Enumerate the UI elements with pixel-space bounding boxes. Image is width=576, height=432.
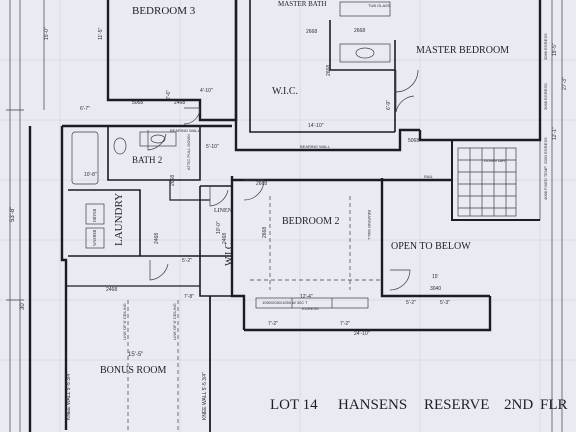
title-block: LOT 14 HANSENS RESERVE 2ND FLR bbox=[270, 397, 568, 413]
label-bearing-wall-2: BEARING WALL bbox=[300, 144, 331, 149]
fixture-washer: WASHER bbox=[92, 229, 97, 246]
room-master-bath: MASTER BATH bbox=[278, 0, 326, 8]
door-label: 2468 bbox=[154, 233, 160, 244]
bonus-window bbox=[255, 297, 369, 309]
room-bedroom-2: BEDROOM 2 bbox=[282, 216, 340, 227]
dimension-label: 5'-10" bbox=[206, 144, 219, 150]
dimension-label: 24'-10" bbox=[354, 331, 370, 337]
door-label: 2668 bbox=[354, 28, 365, 34]
dimension-label: 15' bbox=[432, 274, 439, 280]
label-bearing-wall-1: BEARING WALL bbox=[170, 128, 201, 133]
dimension-label: 10'-0" bbox=[216, 221, 222, 234]
dimension-label: 53'-8" bbox=[10, 207, 16, 222]
label-tub-glass: TUB GLASS bbox=[368, 3, 391, 8]
room-laundry: LAUNDRY bbox=[113, 193, 125, 246]
label-rail: RAIL bbox=[424, 174, 434, 179]
label-window-note: 1050/2050/1050 W 30C T bbox=[262, 300, 308, 305]
door-label: 2668 bbox=[326, 65, 332, 76]
room-bath-2: BATH 2 bbox=[132, 155, 162, 165]
room-bedroom-3: BEDROOM 3 bbox=[132, 5, 196, 17]
dimension-label: 19'-5" bbox=[552, 43, 558, 56]
door-label: 2468 bbox=[174, 100, 185, 106]
door-label: 5068 bbox=[132, 100, 143, 106]
door-label: 5068 bbox=[408, 138, 419, 144]
laundry-fixtures bbox=[85, 203, 105, 249]
label-window-note-2: EGRESS bbox=[302, 306, 319, 311]
dimension-label: 5'-2" bbox=[182, 258, 192, 264]
stair bbox=[457, 147, 517, 217]
door-label: 3040 bbox=[430, 286, 441, 292]
master-bath-fixtures bbox=[339, 1, 391, 63]
room-wic-bedroom-2: W.I.C. bbox=[224, 240, 235, 266]
dimension-label: 11'-5" bbox=[98, 27, 104, 40]
left-dimension-lines bbox=[6, 0, 45, 432]
ceiling-lines bbox=[127, 196, 380, 432]
dimension-label: 6'-7" bbox=[80, 106, 90, 112]
dimension-label: 4'-10" bbox=[200, 88, 213, 94]
label-line-of-ceiling-2: LINE OF 8' CEILING bbox=[172, 303, 177, 340]
door-label: 2668 bbox=[262, 227, 268, 238]
title-lot: LOT 14 bbox=[270, 397, 318, 413]
dimension-label: 14'-10" bbox=[308, 123, 324, 129]
label-egress-2: 3068 EGRESS bbox=[543, 83, 548, 110]
room-bonus-room: BONUS ROOM bbox=[100, 365, 167, 376]
dimension-label: 2'-6" bbox=[166, 90, 172, 100]
title-place: RESERVE bbox=[424, 397, 489, 413]
label-line-of-ceiling-1: LINE OF 8' CEILING bbox=[122, 303, 127, 340]
room-master-bedroom: MASTER BEDROOM bbox=[416, 45, 509, 56]
dimension-label: 12'-1" bbox=[552, 127, 558, 140]
label-egress-1: 3068 EGRESS bbox=[543, 33, 548, 60]
label-knee-wall-2: KNEE WALL 5'-5 3/4" bbox=[202, 372, 208, 420]
title-floor: 2ND bbox=[504, 397, 533, 413]
label-egress-3: 4068 FIXED TEMP bbox=[543, 166, 548, 200]
dimension-label: 6'-9" bbox=[386, 100, 392, 110]
door-label: 2668 bbox=[256, 181, 267, 187]
dimension-label: 15'-0" bbox=[44, 27, 50, 40]
label-knee-wall-1: KNEE WALL 5'-5 3/4" bbox=[66, 372, 72, 420]
room-open-to-below: OPEN TO BELOW bbox=[391, 241, 471, 252]
door-label: 2468 bbox=[106, 287, 117, 293]
fixture-dryer: DRYER bbox=[92, 208, 97, 222]
interior-walls bbox=[66, 0, 396, 297]
label-bearing-wall-3: BEARING WALL bbox=[367, 210, 372, 241]
dimension-label: 30' bbox=[20, 302, 26, 310]
dimension-label: 5'-2" bbox=[406, 300, 416, 306]
title-name: HANSENS bbox=[338, 397, 407, 413]
dimension-label: 12'-4" bbox=[300, 294, 313, 300]
dimension-label: 27'-3" bbox=[562, 77, 568, 90]
label-egress-4: 2050 EGRESS bbox=[543, 137, 548, 164]
dimension-label: 10'-8" bbox=[84, 172, 97, 178]
right-dimension-lines bbox=[539, 0, 563, 432]
door-label: 2668 bbox=[170, 175, 176, 186]
dimension-label: 7'-8" bbox=[184, 294, 194, 300]
door-label: 2468 bbox=[222, 233, 228, 244]
room-linen: LINEN bbox=[214, 208, 233, 214]
label-attic-pull-down: ATTIC PULL DOWN bbox=[186, 134, 191, 170]
room-wic-master: W.I.C. bbox=[272, 86, 298, 97]
dimension-label: 7'-2" bbox=[268, 321, 278, 327]
dimension-label: 5'-3" bbox=[440, 300, 450, 306]
label-down-stair: DOWN 16R bbox=[484, 158, 505, 163]
title-abbr: FLR bbox=[540, 397, 568, 413]
dimension-label: 15'-5" bbox=[128, 352, 143, 358]
door-label: 2668 bbox=[306, 29, 317, 35]
exterior-walls bbox=[28, 0, 542, 432]
dimension-label: 7'-2" bbox=[340, 321, 350, 327]
bath-fixtures bbox=[71, 131, 177, 185]
door-swings bbox=[147, 69, 419, 291]
